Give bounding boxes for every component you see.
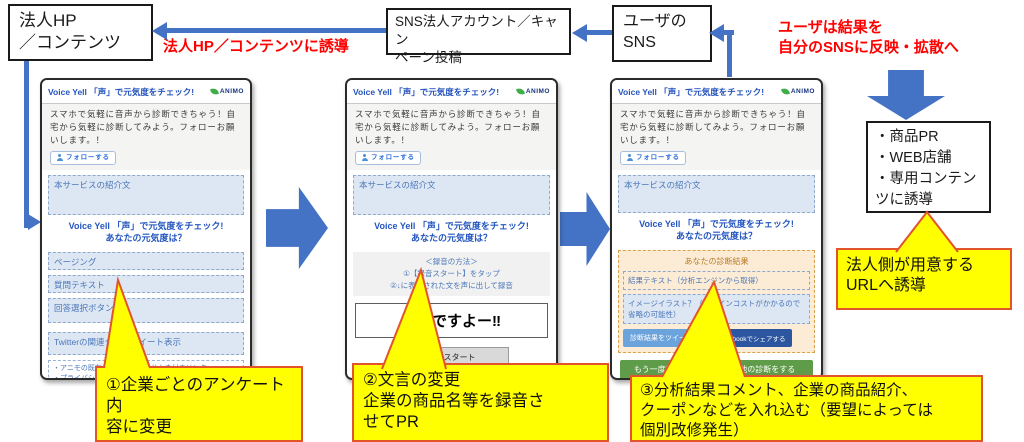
user-sns-box: ユーザの SNS <box>612 5 712 62</box>
sns-campaign-box: SNS法人アカウント／キャン ペーン投稿 <box>386 8 571 65</box>
app-header: Voice Yell 「声」で元気度をチェック! ANIMO <box>347 80 556 104</box>
callout-1: ①企業ごとのアンケート内 容に変更 <box>95 366 303 442</box>
service-intro-placeholder: 本サービスの紹介文 <box>618 175 815 214</box>
arrow-sns-to-campaign <box>584 30 612 35</box>
intro-section: スマホで気軽に音声から診断できちゃう！自宅から気軽に診断してみよう。フォローお願… <box>347 104 556 171</box>
callout-3: ③分析結果コメント、企業の商品紹介、 クーポンなどを入れ込む（要望によっては 個… <box>630 375 983 442</box>
follow-button[interactable]: フォローする <box>355 150 421 165</box>
corporate-hp-box: 法人HP ／コンテンツ <box>8 4 153 61</box>
paging-placeholder: ページング <box>48 251 244 270</box>
follow-button[interactable]: フォローする <box>50 150 116 165</box>
arrow-phone2-to-phone3 <box>560 192 610 266</box>
leaf-icon <box>515 87 525 96</box>
leaf-icon <box>780 87 790 96</box>
recording-instructions: ＜録音の方法＞ ①【録音スタート】をタップ ②↓に表示された文を声に出して録音 <box>353 251 550 296</box>
spread-label: ユーザは結果を 自分のSNSに反映・拡散へ <box>778 19 959 56</box>
arrow-phone3-to-sns-elbow <box>722 30 734 35</box>
callout3-pointer <box>661 279 746 378</box>
person-icon <box>361 154 368 162</box>
arrow-campaign-to-hp <box>164 28 386 33</box>
animo-logo: ANIMO <box>780 87 815 96</box>
animo-logo: ANIMO <box>209 87 244 96</box>
arrow-phone3-to-sns <box>727 32 732 77</box>
intro-text: スマホで気軽に音声から診断できちゃう！自宅から気軽に診断してみよう。フォローお願… <box>355 109 541 146</box>
callout1-pointer <box>103 276 151 369</box>
person-icon <box>626 154 633 162</box>
app-title: Voice Yell 「声」で元気度をチェック! <box>618 86 765 97</box>
callout-url: 法人側が用意する URLへ誘導 <box>836 248 1012 310</box>
service-intro-placeholder: 本サービスの紹介文 <box>48 175 244 216</box>
arrow-sns-to-campaign-head <box>572 24 587 42</box>
app-title: Voice Yell 「声」で元気度をチェック! <box>353 86 500 97</box>
phone-body: 本サービスの紹介文 Voice Yell 「声」で元気度をチェック! あなたの元… <box>347 170 556 378</box>
intro-text: スマホで気軽に音声から診断できちゃう！自宅から気軽に診断してみよう。フォローお願… <box>620 109 806 146</box>
intro-section: スマホで気軽に音声から診断できちゃう！自宅から気軽に診断してみよう。フォローお願… <box>612 104 821 171</box>
intro-section: スマホで気軽に音声から診断できちゃう！自宅から気軽に診断してみよう。フォローお願… <box>42 104 250 171</box>
animo-logo: ANIMO <box>515 87 550 96</box>
check-heading: Voice Yell 「声」で元気度をチェック! あなたの元気度は？ <box>374 221 529 244</box>
callout-2: ②文言の変更 企業の商品名等を録音さ せてPR <box>352 363 609 442</box>
app-header: Voice Yell 「声」で元気度をチェック! ANIMO <box>612 80 821 104</box>
arrow-sns-to-pr <box>867 70 945 120</box>
person-icon <box>56 154 63 162</box>
redirect-label: 法人HP／コンテンツに誘導 <box>163 38 349 55</box>
question-text-placeholder: 質問テキスト <box>48 274 244 293</box>
intro-text: スマホで気軽に音声から診断できちゃう！自宅から気軽に診断してみよう。フォローお願… <box>50 109 236 146</box>
recording-phrase: 元気ですよー‼ <box>355 302 548 338</box>
check-heading: Voice Yell 「声」で元気度をチェック! あなたの元気度は？ <box>639 219 794 242</box>
follow-button[interactable]: フォローする <box>620 150 686 165</box>
app-header: Voice Yell 「声」で元気度をチェック! ANIMO <box>42 80 250 104</box>
leaf-icon <box>209 87 219 96</box>
result-title: あなたの診断結果 <box>684 256 749 266</box>
app-title: Voice Yell 「声」で元気度をチェック! <box>48 86 195 97</box>
callout4-pointer <box>895 210 959 253</box>
arrow-hp-to-phone1 <box>24 61 29 228</box>
answer-buttons-placeholder: 回答選択ボタン <box>48 297 244 323</box>
callout2-pointer <box>381 266 447 370</box>
phone-mockup-2: Voice Yell 「声」で元気度をチェック! ANIMO スマホで気軽に音声… <box>345 78 558 380</box>
arrow-phone1-to-phone2 <box>266 187 328 269</box>
service-intro-placeholder: 本サービスの紹介文 <box>353 175 550 216</box>
arrow-phone3-to-sns-head <box>709 24 724 42</box>
arrow-campaign-to-hp-head <box>152 22 167 40</box>
arrow-hp-to-phone1-head <box>28 214 41 230</box>
check-heading: Voice Yell 「声」で元気度をチェック! あなたの元気度は？ <box>68 221 224 244</box>
product-pr-box: ・商品PR ・WEB店舗 ・専用コンテン ツに誘導 <box>866 121 991 213</box>
